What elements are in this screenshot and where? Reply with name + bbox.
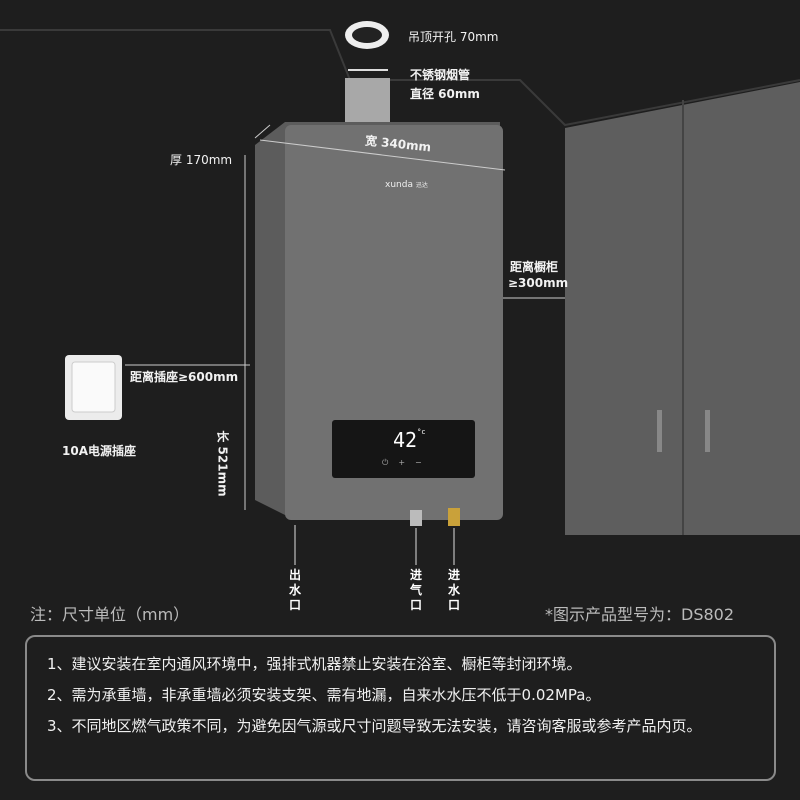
socket-distance-label: 距离插座≥600mm: [130, 370, 239, 384]
display-panel: [332, 420, 475, 478]
flue-pipe-label-1: 不锈钢烟管: [410, 68, 471, 82]
depth-label: 厚 170mm: [170, 153, 233, 167]
cabinet-distance-2: ≥300mm: [508, 276, 569, 290]
brand-name-cn: 迅达: [415, 182, 428, 189]
height-label: 长 521mm: [215, 430, 230, 497]
installation-notes: 1、建议安装在室内通风环境中，强排式机器禁止安装在浴室、橱柜等封闭环境。 2、需…: [25, 635, 776, 781]
temperature-unit: °c: [417, 428, 426, 436]
temperature-value: 42: [393, 428, 418, 452]
note-item: 1、建议安装在室内通风环境中，强排式机器禁止安装在浴室、橱柜等封闭环境。: [47, 655, 582, 673]
cabinet-distance-1: 距离橱柜: [510, 260, 559, 274]
note-item: 3、不同地区燃气政策不同，为避免因气源或尺寸问题导致无法安装，请咨询客服或参考产…: [47, 717, 702, 735]
note-item: 2、需为承重墙，非承重墙必须安装支架、需有地漏，自来水水压不低于0.02MPa。: [47, 686, 601, 704]
scene-background: [0, 21, 800, 565]
socket-label: 10A电源插座: [62, 444, 136, 458]
temperature-display: 42°c: [393, 428, 426, 452]
brand-logo: xunda 迅达: [385, 180, 428, 190]
flue-pipe: [345, 78, 390, 126]
model-note: *图示产品型号为：DS802: [545, 605, 735, 624]
flue-pipe-label-2: 直径 60mm: [410, 87, 480, 101]
gas-inlet-label: 进气口: [409, 568, 422, 612]
water-inlet-label: 进水口: [447, 568, 460, 612]
brand-name: xunda: [385, 180, 413, 190]
unit-note: 注：尺寸单位（mm）: [30, 605, 190, 624]
water-outlet-label: 出水口: [288, 568, 301, 612]
panel-buttons[interactable]: ⏻+−: [382, 458, 432, 467]
ceiling-hole-label: 吊顶开孔 70mm: [408, 30, 499, 44]
